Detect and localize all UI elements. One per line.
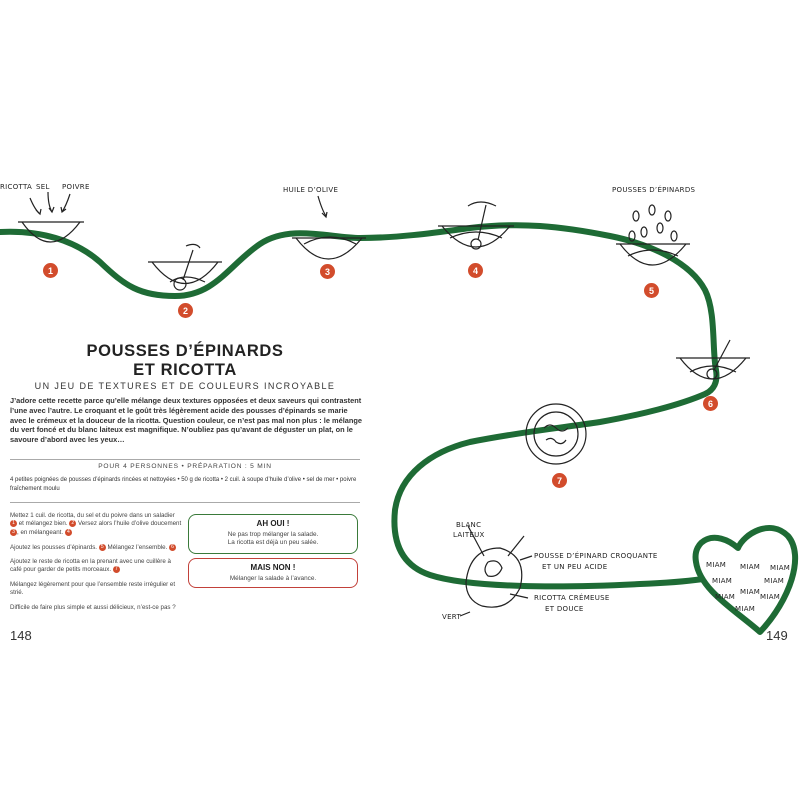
tip-yes-line: Ne pas trop mélanger la salade. — [227, 530, 319, 538]
step-paragraph: Ajoutez le reste de ricotta en la prenan… — [10, 558, 171, 574]
label-ricotta-douce: ET DOUCE — [545, 605, 584, 613]
miam-text: MIAM — [760, 593, 781, 601]
tip-yes-heading: AH OUI ! — [256, 519, 290, 528]
label-huile: HUILE D’OLIVE — [283, 186, 339, 194]
recipe-steps: Mettez 1 cuil. de ricotta, du sel et du … — [10, 512, 182, 618]
label-ricotta: RICOTTA — [0, 183, 33, 191]
bowl-3-icon — [292, 195, 366, 260]
title-line-2: ET RICOTTA — [133, 361, 237, 379]
miam-text: MIAM — [740, 563, 761, 571]
miam-text: MIAM — [764, 577, 785, 585]
title-line-1: POUSSES D’ÉPINARDS — [86, 342, 284, 360]
divider — [10, 502, 360, 503]
closeup-spinach-icon — [459, 525, 533, 617]
step-badge-5: 5 — [644, 283, 659, 298]
label-pousses: POUSSES D’ÉPINARDS — [612, 186, 696, 194]
miam-text: MIAM — [715, 593, 736, 601]
step-badge-1: 1 — [43, 263, 58, 278]
label-sel: SEL — [36, 183, 50, 191]
label-vert: VERT — [442, 613, 462, 621]
miam-text: MIAM — [735, 605, 756, 613]
ingredients: 4 petites poignées de pousses d’épinards… — [10, 477, 357, 492]
page-number-right: 149 — [766, 628, 788, 643]
bowl-6-icon — [676, 339, 750, 380]
miam-text: MIAM — [712, 577, 733, 585]
step-badge-7: 7 — [552, 473, 567, 488]
step-paragraph: Mélangez légèrement pour que l’ensemble … — [10, 581, 176, 597]
bowl-4-icon — [438, 201, 514, 250]
bowl-2-icon — [148, 243, 222, 291]
tip-yes-line: La ricotta est déjà un peu salée. — [227, 539, 319, 547]
plate-7-icon — [525, 403, 587, 465]
recipe-title: POUSSES D’ÉPINARDS ET RICOTTA — [10, 342, 360, 380]
green-path — [0, 222, 743, 590]
label-ricotta-cremeuse: RICOTTA CRÉMEUSE — [534, 594, 610, 602]
divider — [10, 459, 360, 460]
recipe-intro: J’adore cette recette parce qu’elle méla… — [10, 396, 362, 445]
label-blanc: BLANC — [456, 521, 482, 529]
miam-text: MIAM — [740, 588, 761, 596]
recipe-subtitle: UN JEU DE TEXTURES ET DE COULEURS INCROY… — [34, 381, 336, 391]
label-laiteux: LAITEUX — [453, 531, 485, 539]
tip-no-line: Mélanger la salade à l’avance. — [229, 574, 317, 582]
miam-text: MIAM — [706, 561, 727, 569]
label-pousse-croquante: POUSSE D’ÉPINARD CROQUANTE — [534, 552, 658, 560]
step-badge-3: 3 — [320, 264, 335, 279]
bowl-1-icon — [18, 191, 84, 243]
tip-box-no: MAIS NON ! Mélanger la salade à l’avance… — [188, 558, 358, 588]
page-number-left: 148 — [10, 628, 32, 643]
step-paragraph: Mettez 1 cuil. de ricotta, du sel et du … — [10, 512, 182, 537]
bowl-5-icon — [616, 204, 690, 266]
label-pousse-acide: ET UN PEU ACIDE — [542, 563, 608, 571]
step-badge-4: 4 — [468, 263, 483, 278]
recipe-meta: POUR 4 PERSONNES • PRÉPARATION : 5 MIN — [98, 463, 272, 470]
step-badge-2: 2 — [178, 303, 193, 318]
tip-no-heading: MAIS NON ! — [250, 563, 296, 572]
step-paragraph: Difficile de faire plus simple et aussi … — [10, 603, 176, 611]
tip-box-yes: AH OUI ! Ne pas trop mélanger la salade.… — [188, 514, 358, 554]
miam-text: MIAM — [770, 564, 791, 572]
step-paragraph: Ajoutez les pousses d’épinards. 5 Mélang… — [10, 543, 182, 553]
label-poivre: POIVRE — [62, 183, 90, 191]
heart-shape — [692, 525, 799, 635]
step-badge-6: 6 — [703, 396, 718, 411]
